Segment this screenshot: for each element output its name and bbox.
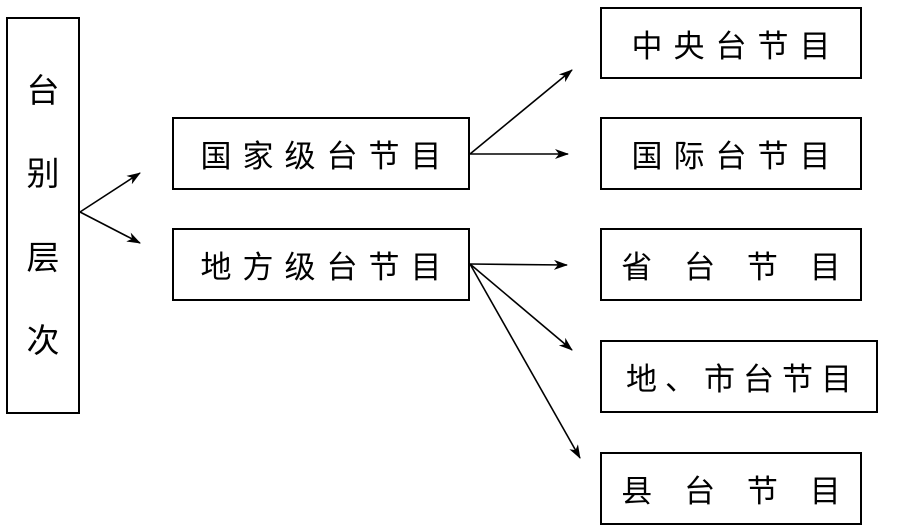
root-char: 台 [26,71,60,111]
arrow-local-to-provincial [469,259,568,270]
provincial-station-node: 省 台 节 目 [600,228,862,301]
root-node: 台 别 层 次 [6,17,80,414]
city-station-label: 地、市台节目 [626,362,860,398]
root-char: 层 [26,237,60,277]
central-station-node: 中央台节目 [600,7,862,79]
national-level-node: 国家级台节目 [172,117,470,190]
arrow-root-to-national [79,172,141,213]
county-station-node: 县 台 节 目 [600,452,862,525]
local-level-node: 地方级台节目 [172,228,470,301]
national-level-label: 国家级台节目 [200,139,453,175]
root-char: 别 [26,154,60,194]
arrow-root-to-local [79,211,141,244]
arrow-local-to-city [469,263,573,351]
international-station-label: 国际台节目 [631,139,842,175]
local-level-label: 地方级台节目 [200,250,453,286]
county-station-label: 县 台 节 目 [621,474,852,510]
city-station-node: 地、市台节目 [600,340,878,413]
arrow-local-to-county [469,263,581,459]
root-char: 次 [26,320,60,360]
international-station-node: 国际台节目 [600,117,862,190]
arrow-national-to-central [469,69,573,155]
central-station-label: 中央台节目 [631,28,842,65]
provincial-station-label: 省 台 节 目 [621,250,852,286]
